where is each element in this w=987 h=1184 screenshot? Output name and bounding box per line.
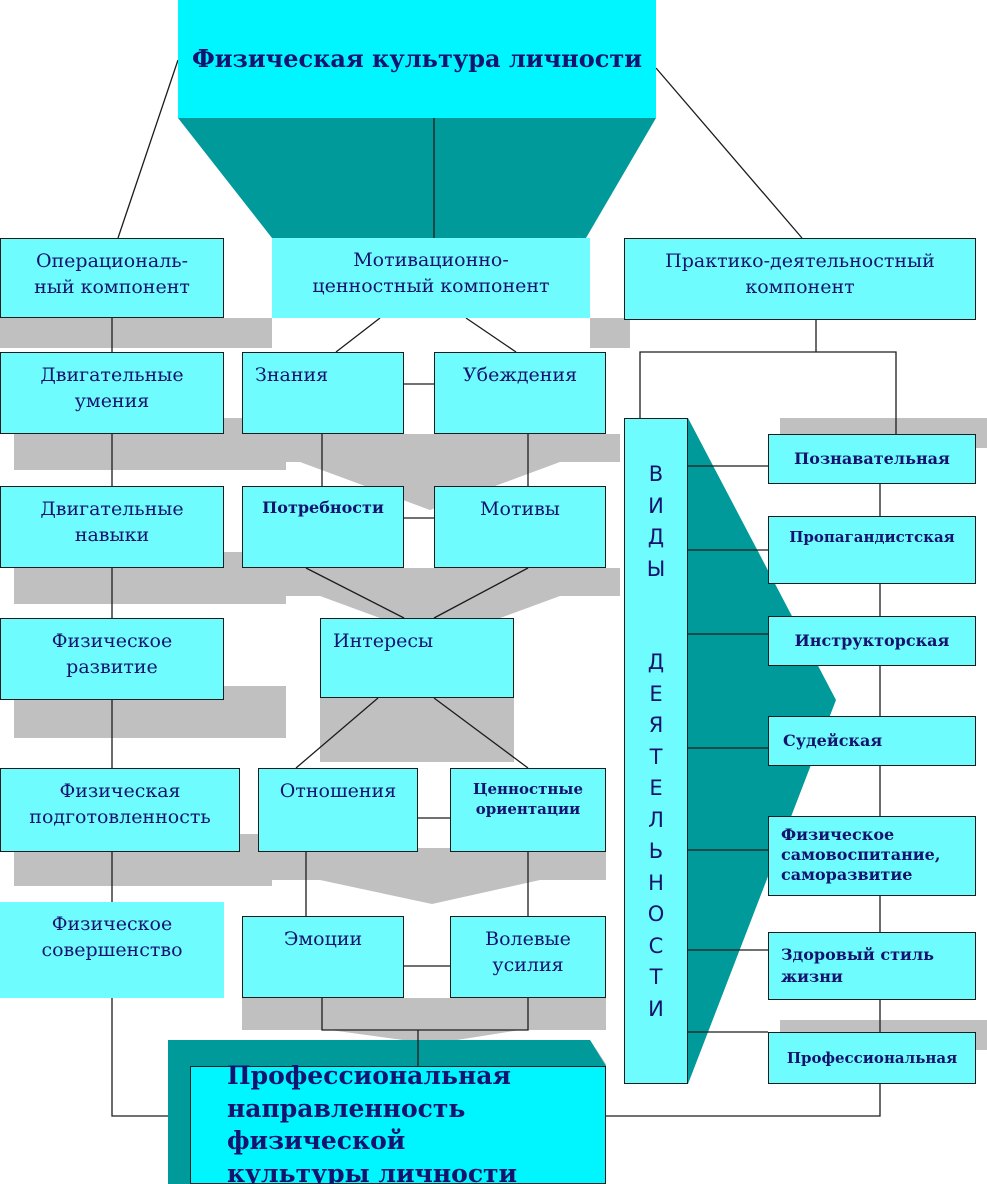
relations-text: Отношения xyxy=(279,780,397,802)
activity-label-letter: И xyxy=(648,493,664,518)
phys-preparedness-text: Физическая подготовленность xyxy=(29,780,211,828)
practical-component-text: Практико-деятельностный компонент xyxy=(665,250,935,298)
healthy-lifestyle-activity-text: Здоровый стиль жизни xyxy=(781,945,934,986)
activity-label-letter: И xyxy=(648,996,664,1021)
activity-label-letter: О xyxy=(647,902,665,926)
bottom-box-depth xyxy=(168,1040,606,1184)
activity-label-letter: Т xyxy=(649,965,663,989)
activity-label-letter: Н xyxy=(648,870,664,895)
activity-label-letter: С xyxy=(648,933,664,958)
beliefs-text: Убеждения xyxy=(462,364,578,386)
cognitive-activity-text: Познавательная xyxy=(794,449,950,469)
phys-preparedness-box: Физическая подготовленность xyxy=(0,768,240,852)
activity-label-letter: Я xyxy=(648,713,664,737)
professional-activity-box: Профессиональная xyxy=(768,1032,976,1084)
operational-component-text: Операциональ- ный компонент xyxy=(34,250,190,298)
activity-label-letter: Д xyxy=(647,650,665,674)
phys-perfection-text: Физическое совершенство xyxy=(41,913,183,961)
beliefs-box: Убеждения xyxy=(434,352,606,434)
activity-label-letter: В xyxy=(648,462,664,486)
propaganda-activity-text: Пропагандистская xyxy=(789,528,955,546)
professional-orientation-text: Профессиональная направленность физическ… xyxy=(227,1061,518,1184)
professional-activity-text: Профессиональная xyxy=(786,1048,958,1067)
title-funnel-shape xyxy=(178,118,656,238)
self-education-activity-text: Физическое самовоспитание, саморазвитие xyxy=(781,825,941,884)
needs-text: Потребности xyxy=(262,498,384,517)
value-orientations-box: Ценностные ориентации xyxy=(450,768,606,852)
activity-label-letter: Л xyxy=(648,807,664,832)
knowledge-text: Знания xyxy=(255,364,329,386)
emotions-text: Эмоции xyxy=(283,928,363,950)
emotions-box: Эмоции xyxy=(242,916,404,998)
volitional-efforts-text: Волевые усилия xyxy=(485,928,571,976)
volitional-efforts-box: Волевые усилия xyxy=(450,916,606,998)
phys-development-text: Физическое развитие xyxy=(51,630,173,678)
motor-habits-text: Двигательные навыки xyxy=(40,498,184,546)
motivational-component-box: Мотивационно- ценностный компонент xyxy=(272,238,590,318)
activity-label-letter: Т xyxy=(649,744,663,769)
activity-label-letter: Е xyxy=(649,776,663,800)
knowledge-box: Знания xyxy=(242,352,404,434)
propaganda-activity-box: Пропагандистская xyxy=(768,516,976,584)
motives-box: Мотивы xyxy=(434,486,606,568)
motives-text: Мотивы xyxy=(480,498,560,520)
title-box: Физическая культура личности xyxy=(178,0,656,118)
self-education-activity-box: Физическое самовоспитание, саморазвитие xyxy=(768,816,976,896)
needs-box: Потребности xyxy=(242,486,404,568)
motor-habits-box: Двигательные навыки xyxy=(0,486,224,568)
activity-wedge-shape xyxy=(688,418,836,1084)
motor-skills-text: Двигательные умения xyxy=(40,364,184,412)
title-text: Физическая культура личности xyxy=(191,43,643,73)
activity-label-letter: Д xyxy=(647,525,665,549)
activity-label-letter: Ь xyxy=(648,839,664,863)
judging-activity-box: Судейская xyxy=(768,716,976,766)
operational-component-box: Операциональ- ный компонент xyxy=(0,238,224,318)
motivational-component-text: Мотивационно- ценностный компонент xyxy=(312,249,550,297)
interests-text: Интересы xyxy=(333,630,434,652)
phys-perfection-box: Физическое совершенство xyxy=(0,902,224,998)
phys-development-box: Физическое развитие xyxy=(0,618,224,700)
relations-box: Отношения xyxy=(258,768,418,852)
instructor-activity-box: Инструкторская xyxy=(768,616,976,666)
healthy-lifestyle-activity-box: Здоровый стиль жизни xyxy=(768,932,976,1000)
practical-component-box: Практико-деятельностный компонент xyxy=(624,238,976,320)
instructor-activity-text: Инструкторская xyxy=(794,631,950,651)
line-group xyxy=(111,59,897,1117)
professional-orientation-box: Профессиональная направленность физическ… xyxy=(190,1061,606,1184)
value-orientations-text: Ценностные ориентации xyxy=(473,780,583,819)
interests-box: Интересы xyxy=(320,618,514,698)
cognitive-activity-box: Познавательная xyxy=(768,434,976,484)
judging-activity-text: Судейская xyxy=(783,731,883,751)
motor-skills-box: Двигательные умения xyxy=(0,352,224,434)
activity-label-letter: Е xyxy=(649,681,663,706)
activity-label-letter: Ы xyxy=(646,556,666,581)
